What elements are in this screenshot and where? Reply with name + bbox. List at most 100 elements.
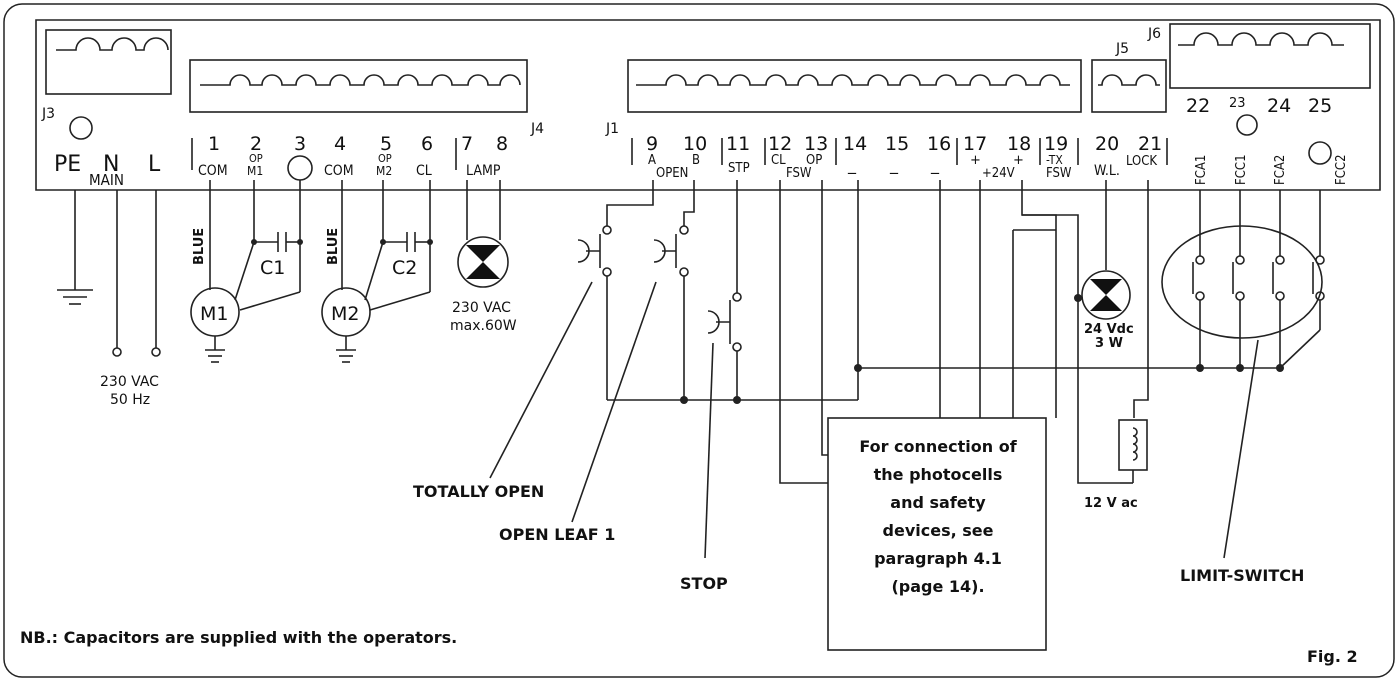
j4-num-8: 8 xyxy=(496,133,508,155)
note-line-3: and safety xyxy=(890,493,986,512)
j6-led-2 xyxy=(1308,141,1332,165)
j4-num-7: 7 xyxy=(461,133,473,155)
j6-num-25: 25 xyxy=(1308,95,1332,117)
j6-num-23: 23 xyxy=(1229,96,1246,111)
label-j5: J5 xyxy=(1115,41,1129,57)
j1-stp: STP xyxy=(728,161,750,176)
note-line-4: devices, see xyxy=(883,521,994,540)
callout-stop: STOP xyxy=(680,574,728,593)
j5-num-21: 21 xyxy=(1138,133,1162,155)
j5-wl: W.L. xyxy=(1094,163,1120,179)
blue-label-1: BLUE xyxy=(192,228,207,265)
j1-a: A xyxy=(648,153,656,168)
j1-num-17: 17 xyxy=(963,133,987,155)
connector-j3: J3 PE N L MAIN xyxy=(41,29,172,189)
warning-light-and-lock: 24 Vdc 3 W 12 V ac xyxy=(1022,180,1149,511)
j1-num-14: 14 xyxy=(843,133,867,155)
j1-op: OP xyxy=(806,153,822,168)
control-wiring xyxy=(577,180,1284,651)
j4-op-1: OP xyxy=(249,152,263,165)
j5-num-20: 20 xyxy=(1095,133,1119,155)
lamp-power: max.60W xyxy=(450,318,517,334)
label-j4: J4 xyxy=(530,121,544,137)
motor-m2: M2 xyxy=(331,303,359,325)
callout-limit-switch: LIMIT-SWITCH xyxy=(1180,566,1304,585)
j4-num-5: 5 xyxy=(380,133,392,155)
j4-led xyxy=(287,155,313,181)
limit-switches xyxy=(1161,190,1325,369)
wl-voltage: 24 Vdc xyxy=(1084,322,1134,337)
j1-cl: CL xyxy=(771,153,786,168)
j1-b: B xyxy=(692,153,700,168)
supply-voltage: 230 VAC xyxy=(100,374,159,390)
flashing-lamp: 230 VAC max.60W xyxy=(450,180,517,334)
j4-com-1: COM xyxy=(198,163,228,179)
j4-num-4: 4 xyxy=(334,133,346,155)
j6-fca1: FCA1 xyxy=(1194,155,1209,185)
j1-24v: +24V xyxy=(982,166,1015,181)
terminal-pe: PE xyxy=(54,152,81,177)
lock-voltage: 12 V ac xyxy=(1084,496,1138,511)
connector-j1: J1 9 10 11 12 13 14 15 16 17 18 19 A B O… xyxy=(605,59,1082,181)
j1-num-13: 13 xyxy=(804,133,828,155)
note-line-6: (page 14). xyxy=(891,577,984,596)
j4-m1: M1 xyxy=(247,164,263,178)
connector-j5: J5 20 21 W.L. LOCK xyxy=(1091,41,1168,179)
j1-num-10: 10 xyxy=(683,133,707,155)
j1-num-18: 18 xyxy=(1007,133,1031,155)
j1-num-19: 19 xyxy=(1044,133,1068,155)
note-line-5: paragraph 4.1 xyxy=(874,549,1002,568)
note-line-2: the photocells xyxy=(874,465,1003,484)
capacitor-c2: C2 xyxy=(392,257,417,279)
note-line-1: For connection of xyxy=(859,437,1017,456)
j4-num-3: 3 xyxy=(294,133,306,155)
j4-num-2: 2 xyxy=(250,133,262,155)
photocell-note-box xyxy=(827,417,1047,651)
j1-num-16: 16 xyxy=(927,133,951,155)
j1-num-15: 15 xyxy=(885,133,909,155)
label-j3: J3 xyxy=(41,106,55,122)
callout-totally-open: TOTALLY OPEN xyxy=(413,482,544,501)
j1-fsw: FSW xyxy=(786,166,812,181)
j6-led xyxy=(1236,114,1258,136)
j1-plus-18: + xyxy=(1013,153,1024,168)
photocell-note: For connection of the photocells and saf… xyxy=(859,437,1017,596)
mains-supply: 230 VAC 50 Hz xyxy=(57,190,161,408)
j6-fca2: FCA2 xyxy=(1273,155,1288,185)
j4-lamp: LAMP xyxy=(466,163,501,179)
j1-num-9: 9 xyxy=(646,133,658,155)
j1-plus-17: + xyxy=(970,153,981,168)
j1-dash-15: _ xyxy=(889,155,899,175)
j6-fcc2: FCC2 xyxy=(1334,154,1349,185)
j1-dash-14: _ xyxy=(847,155,857,175)
motor-m2-circuit: BLUE C2 M2 xyxy=(321,180,433,363)
j1-tx: -TX xyxy=(1046,153,1063,167)
capacitor-c1: C1 xyxy=(260,257,285,279)
j1-open: OPEN xyxy=(656,166,688,181)
j4-num-6: 6 xyxy=(421,133,433,155)
lamp-voltage: 230 VAC xyxy=(452,300,511,316)
j6-fcc1: FCC1 xyxy=(1234,154,1249,185)
leader-lines xyxy=(489,281,1259,559)
j1-fsw2: FSW xyxy=(1046,166,1072,181)
supply-frequency: 50 Hz xyxy=(110,392,150,408)
label-main: MAIN xyxy=(89,171,124,189)
j6-num-24: 24 xyxy=(1267,95,1291,117)
j4-op-2: OP xyxy=(378,152,392,165)
j4-m2: M2 xyxy=(376,164,392,178)
j4-cl: CL xyxy=(416,163,432,179)
wl-power: 3 W xyxy=(1095,336,1123,351)
connector-j4: J4 1 2 3 4 5 6 7 8 COM OP M1 COM OP M2 C… xyxy=(189,59,544,181)
blue-label-2: BLUE xyxy=(326,228,341,265)
footnote: NB.: Capacitors are supplied with the op… xyxy=(20,628,457,647)
motor-m1: M1 xyxy=(200,303,228,325)
label-j1: J1 xyxy=(605,121,619,137)
terminal-n: N xyxy=(103,152,119,177)
figure-frame xyxy=(3,3,1395,678)
j4-num-1: 1 xyxy=(208,133,220,155)
callout-open-leaf-1: OPEN LEAF 1 xyxy=(499,525,615,544)
board-outline xyxy=(35,19,1381,191)
label-j6: J6 xyxy=(1147,26,1161,42)
j5-lock: LOCK xyxy=(1126,154,1157,169)
